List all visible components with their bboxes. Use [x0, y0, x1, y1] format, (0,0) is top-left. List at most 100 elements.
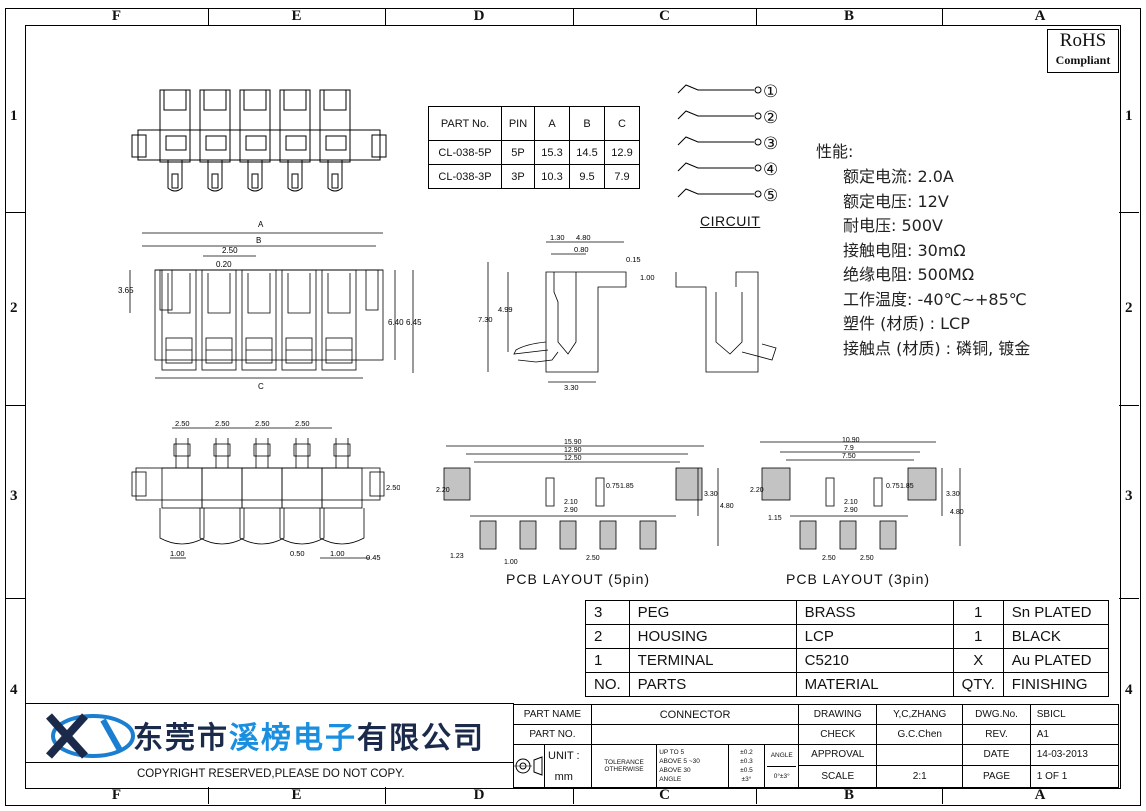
connector-top-view	[131, 89, 387, 192]
dim-1-00: 1.00	[640, 273, 655, 282]
dim-pitch-1: 2.50	[175, 419, 190, 428]
tolerance-label: TOLERANCE OTHERWISE	[590, 744, 658, 788]
zone-top-b: B	[843, 8, 854, 24]
part-number-table: PART No. PIN A B C CL-038-5P 5P 15.3 14.…	[428, 106, 640, 189]
dim-6-40: 6.40	[388, 318, 404, 327]
cell: 15.3	[534, 140, 570, 165]
col-pin: PIN	[501, 106, 535, 141]
cell: 1	[952, 624, 1004, 649]
connector-front-view: A B 2.50 0.20 3.65 6.40 6.45 C	[118, 220, 422, 391]
tol-value: ±0.2	[740, 749, 753, 756]
company-name-2: 溪榜电子	[229, 721, 357, 756]
dim-2-50: 2.50	[586, 555, 600, 562]
approval-value	[877, 745, 963, 766]
tol-value: ±0.3	[740, 758, 753, 765]
part-name-label: PART NAME	[513, 704, 592, 725]
dim-7-9: 7.9	[844, 445, 854, 452]
bom-header: MATERIAL	[795, 672, 954, 697]
spec-list: 额定电流: 2.0A 额定电压: 12V 耐电压: 500V 接触电阻: 30m…	[843, 165, 1030, 361]
dim-4-80: 4.80	[576, 233, 591, 242]
date-value: 14-03-2013	[1030, 745, 1118, 766]
dim-1-00: 1.00	[170, 549, 185, 558]
part-name-value: CONNECTOR	[590, 704, 800, 725]
col-b: B	[569, 106, 605, 141]
bom-header: NO.	[585, 672, 630, 697]
cell: CL-038-5P	[428, 140, 502, 165]
copyright-notice: COPYRIGHT RESERVED,PLEASE DO NOT COPY.	[137, 768, 405, 780]
zone-bottom-b: B	[843, 787, 854, 803]
company-block: 东莞市溪榜电子有限公司 COPYRIGHT RESERVED,PLEASE DO…	[25, 703, 514, 788]
dim-1-00: 1.00	[504, 559, 518, 566]
table-header-row: PART No. PIN A B C	[428, 106, 640, 141]
pcb-3pin-label: PCB LAYOUT (3pin)	[786, 571, 931, 587]
cell: C5210	[795, 648, 954, 673]
unit-label: UNIT :	[548, 749, 580, 762]
pcb-layout-5pin: 15.90 12.90 12.50 2.20 0.75 1.85 3.30 4.…	[436, 439, 734, 566]
cell: 3P	[501, 164, 535, 189]
spec-title: 性能:	[816, 142, 854, 161]
projection-symbol-icon	[514, 756, 543, 776]
company-logo-icon	[46, 713, 135, 759]
cell: 10.3	[534, 164, 570, 189]
dim-2-50-b: 2.50	[860, 555, 874, 562]
title-block: PART NAME CONNECTOR DRAWING Y,C,ZHANG DW…	[513, 704, 1120, 788]
part-no-value	[590, 724, 800, 745]
dim-side-2-50: 2.50	[386, 483, 400, 492]
approval-label: APPROVAL	[799, 745, 877, 766]
cell: BRASS	[795, 600, 954, 625]
rohs-compliant: Compliant	[1055, 53, 1111, 67]
spec-line: 接触电阻: 30mΩ	[843, 240, 966, 260]
check-label: CHECK	[798, 724, 878, 745]
zone-bottom-d: D	[473, 787, 485, 803]
zone-right-2: 2	[1125, 300, 1133, 316]
cell: 3	[585, 600, 630, 625]
cell: 9.5	[569, 164, 605, 189]
dim-12-50: 12.50	[564, 455, 582, 462]
zone-right-1: 1	[1125, 108, 1133, 124]
dim-a: A	[258, 220, 264, 229]
dim-2-10: 2.10	[844, 499, 858, 506]
dim-0-50: 0.50	[290, 549, 305, 558]
date-label: DATE	[963, 745, 1030, 766]
pin-5-label: ⑤	[763, 186, 779, 205]
bom-header: QTY.	[952, 672, 1004, 697]
zone-right-4: 4	[1125, 682, 1133, 698]
dwg-no-label: DWG.No.	[962, 704, 1031, 725]
pin-1-label: ①	[763, 82, 779, 101]
dim-3-30: 3.30	[704, 491, 718, 498]
cell: 2	[585, 624, 630, 649]
tol-value: ±0.5	[740, 767, 753, 774]
cell: CL-038-3P	[428, 164, 502, 189]
circuit-pin-labels: ① ② ③ ④ ⑤	[763, 79, 778, 209]
table-row: CL-038-3P 3P 10.3 9.5 7.9	[428, 164, 640, 189]
dim-4-80: 4.80	[950, 509, 964, 516]
dim-0-15: 0.15	[626, 255, 641, 264]
zone-top-f: F	[111, 8, 122, 24]
connector-bottom-view: 2.50 2.50 2.50 2.50 2.50 1.00 0.50 1.00 …	[131, 419, 400, 562]
page-value: 1 OF 1	[1036, 771, 1068, 782]
zone-top-c: C	[659, 8, 670, 24]
rev-value: A1	[1029, 724, 1120, 745]
pcb-5pin-label: PCB LAYOUT (5pin)	[506, 571, 651, 587]
zone-top-a: A	[1034, 8, 1046, 24]
pcb-layout-3pin: 10.90 7.9 7.50 2.20 0.75 1.85 3.30 4.80 …	[750, 437, 964, 562]
cell: 1	[585, 648, 630, 673]
tol-range: ABOVE 5 ~30	[659, 758, 700, 765]
drawing-label: DRAWING	[798, 704, 878, 725]
rev-label: REV.	[962, 724, 1031, 745]
cell: TERMINAL	[628, 648, 797, 673]
rohs-badge: RoHS Compliant	[1047, 29, 1119, 73]
table-header-row: NO. PARTS MATERIAL QTY. FINISHING	[585, 672, 1110, 697]
tol-value: ±3°	[741, 776, 752, 783]
dim-4-80: 4.80	[720, 503, 734, 510]
spec-line: 额定电流: 2.0A	[843, 167, 954, 186]
cell: 1	[952, 600, 1004, 625]
dim-pitch-3: 2.50	[255, 419, 270, 428]
col-c: C	[604, 106, 640, 141]
dim-pitch: 2.50	[222, 246, 238, 255]
zone-left-4: 4	[10, 682, 18, 698]
col-a: A	[534, 106, 570, 141]
spec-line: 塑件 (材质) : LCP	[843, 314, 970, 333]
cell: X	[952, 648, 1004, 673]
dim-1-85: 1.85	[620, 483, 634, 490]
